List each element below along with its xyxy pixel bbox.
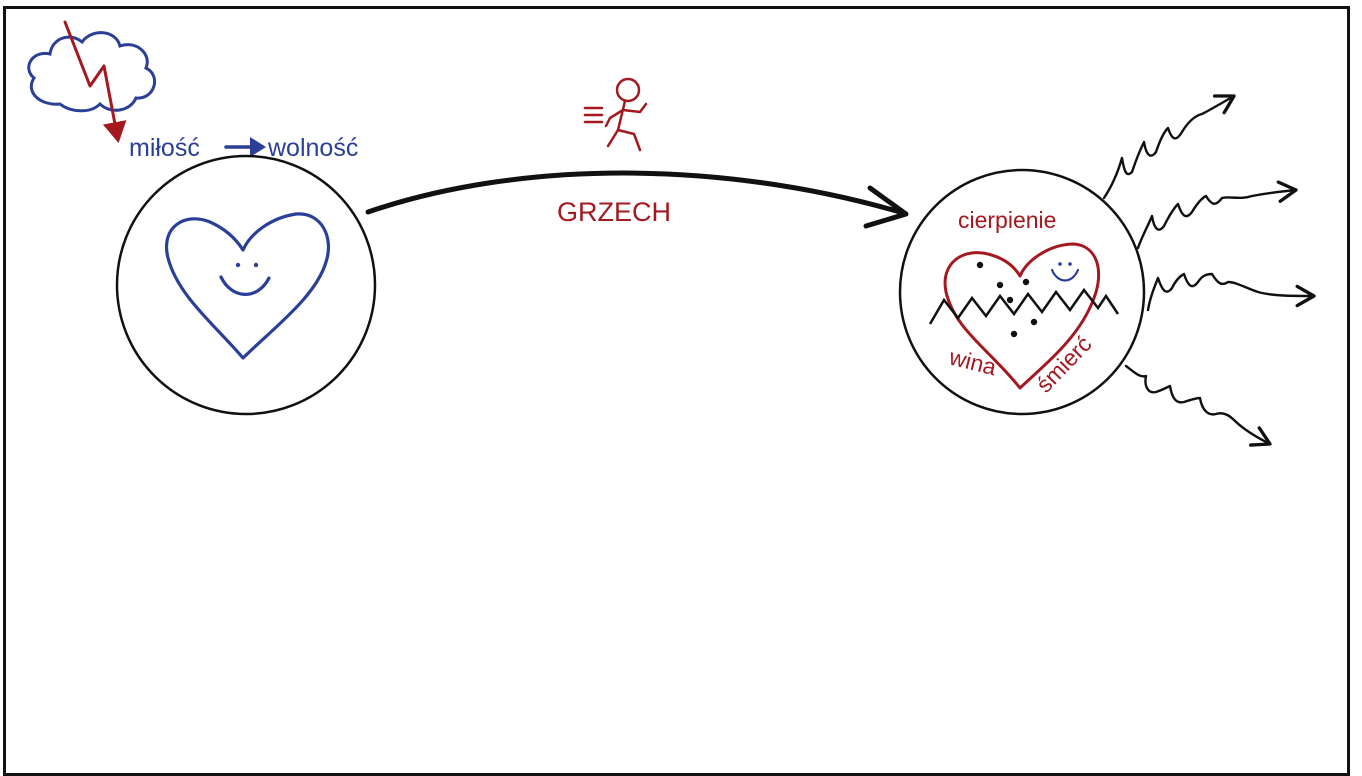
diagram-frame [3, 6, 1350, 776]
pure-heart-circle [115, 154, 377, 416]
freedom-label: wolność [267, 134, 358, 162]
radiating-arrows [1102, 94, 1316, 447]
death-label: śmierć [1031, 331, 1097, 398]
smiling-heart-icon [164, 212, 331, 360]
cloud-icon [27, 31, 157, 113]
lightning-icon [63, 20, 127, 143]
guilt-label: wina [946, 343, 999, 380]
running-figure-icon [583, 77, 648, 152]
wounded-heart-icon [928, 242, 1120, 390]
sin-arrow [365, 170, 903, 215]
suffering-label: cierpienie [958, 207, 1056, 233]
love-label: miłość [129, 134, 200, 162]
love-to-freedom-arrow [224, 137, 266, 157]
sin-label: GRZECH [557, 197, 671, 227]
wounded-heart-circle [898, 168, 1146, 416]
